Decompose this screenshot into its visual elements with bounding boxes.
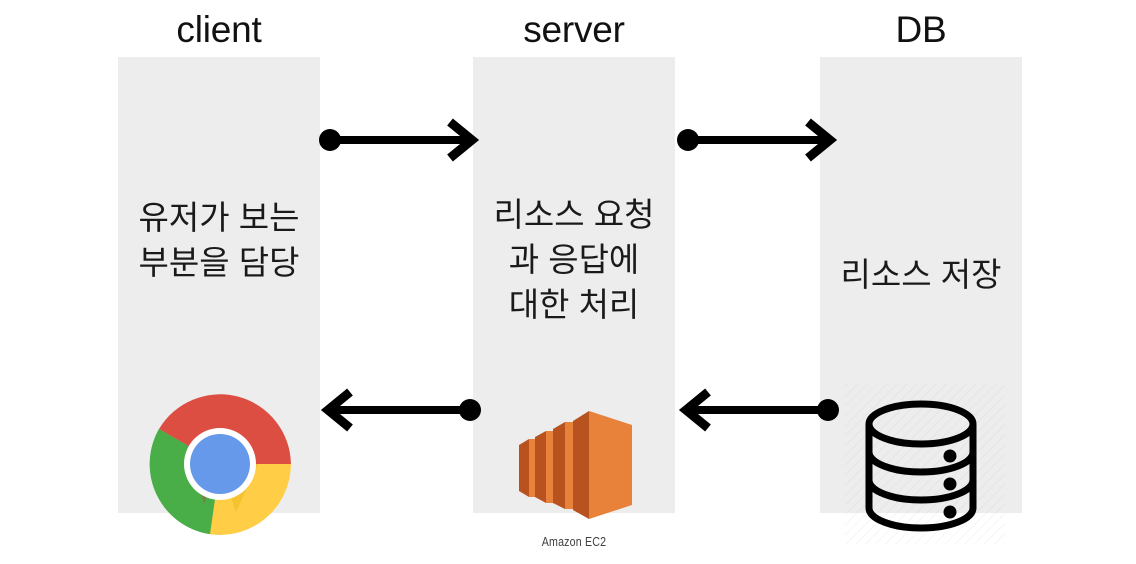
arrow-server-to-db	[677, 118, 838, 162]
database-cylinder-icon	[865, 400, 977, 532]
chrome-logo-icon	[149, 394, 291, 535]
column-description-client: 유저가 보는 부분을 담당	[138, 199, 300, 281]
amazon-ec2-label: Amazon EC2	[541, 534, 607, 549]
arrow-db-to-server	[678, 388, 839, 432]
column-header-client: client	[176, 9, 262, 50]
arrow-server-to-client	[320, 388, 481, 432]
column-header-server: server	[523, 9, 625, 50]
arrow-client-to-server	[319, 118, 480, 162]
column-panel-db	[820, 57, 1022, 513]
database-icon-wrapper	[845, 384, 1005, 544]
column-description-server: 리소스 요청 과 응답에 대한 처리	[493, 196, 655, 323]
amazon-ec2-icon	[519, 411, 632, 519]
column-description-db: 리소스 저장	[840, 256, 1002, 293]
column-header-db: DB	[895, 9, 947, 50]
